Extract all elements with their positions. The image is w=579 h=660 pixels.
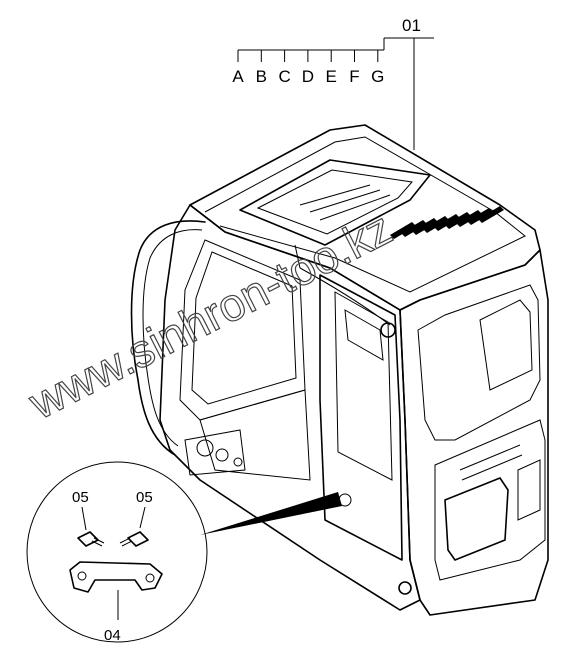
right-lower-panel	[434, 419, 546, 581]
callout-05-left-leader	[81, 506, 87, 531]
bolt-left-thread	[91, 537, 105, 547]
bracket-hole-right	[145, 573, 155, 583]
callout-05-right-leader	[139, 506, 146, 529]
roof-hatch-glass	[256, 169, 413, 235]
bolt-left	[77, 531, 105, 547]
callout-04: 04	[104, 627, 121, 644]
console-knob-2	[215, 448, 229, 462]
vent-slat	[467, 208, 493, 225]
bracket-hole-left	[77, 571, 87, 581]
roof-vent-grille	[390, 206, 504, 239]
variant-label-c: C	[278, 67, 290, 86]
callout-05-right: 05	[136, 489, 153, 506]
right-window-pane	[479, 299, 533, 391]
control-console	[184, 429, 246, 476]
vent-slat	[401, 220, 427, 237]
detail-circle	[26, 461, 208, 643]
front-frame	[159, 204, 421, 611]
handrail-outer	[130, 220, 206, 456]
windshield-glass	[191, 251, 297, 405]
variant-label-d: D	[302, 67, 314, 86]
roof-hatch-frame	[239, 159, 431, 246]
door-window	[334, 291, 393, 481]
vent-slat	[390, 222, 416, 239]
variant-label-f: F	[349, 67, 359, 86]
right-rear-window	[417, 284, 541, 441]
variant-label-e: E	[326, 67, 337, 86]
watermark-text: www.sinhron-too.kz	[20, 202, 400, 430]
bolt-right-thread	[119, 537, 133, 547]
roof-rod-mount	[294, 244, 301, 269]
vent-slat	[423, 216, 449, 233]
variant-label-b: B	[256, 67, 267, 86]
variant-label-a: A	[232, 67, 244, 86]
detail-view: 05 05 04	[26, 461, 208, 644]
bracket-04	[69, 561, 163, 593]
vent-slat	[478, 206, 504, 223]
vent-slat	[445, 212, 471, 229]
callout-05-left: 05	[72, 489, 89, 506]
cab-door	[319, 274, 403, 561]
door-upper-pane	[344, 309, 384, 361]
right-lower-opening	[444, 477, 509, 561]
vent-slat	[456, 210, 482, 227]
console-knob-3	[233, 457, 243, 467]
vent-slat	[434, 214, 460, 231]
variant-ticks	[237, 50, 379, 62]
callout-01: 01	[402, 16, 421, 35]
bolt-right-head	[127, 531, 149, 547]
roof-inner-edge	[204, 136, 526, 293]
right-panel-grooves	[459, 444, 523, 481]
cab-body	[130, 124, 549, 616]
detail-leader-arrow	[200, 492, 342, 535]
lower-front-panel	[199, 389, 311, 481]
right-side-slot	[517, 459, 541, 521]
roof-rod	[299, 267, 391, 326]
roof-hatch-ribs	[299, 184, 391, 221]
bolt-right	[119, 531, 149, 547]
handrail-inner	[142, 229, 203, 447]
door-hinge-bottom	[398, 581, 412, 595]
vent-slat	[412, 218, 438, 235]
variant-label-g: G	[371, 67, 384, 86]
console-knob-1	[196, 439, 214, 457]
